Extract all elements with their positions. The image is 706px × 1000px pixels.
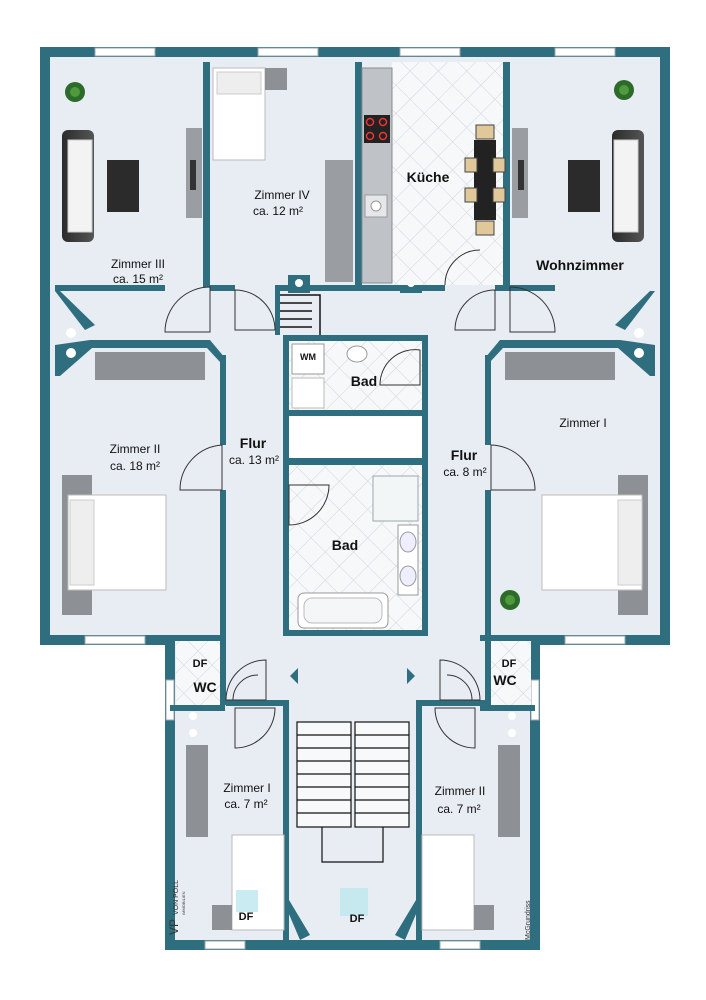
zimmer4-area: ca. 12 m² bbox=[253, 204, 303, 218]
zimmer2-area: ca. 18 m² bbox=[110, 459, 160, 473]
bad-top-fixtures bbox=[291, 343, 368, 409]
flur-right-area: ca. 8 m² bbox=[443, 465, 486, 479]
door-swings bbox=[164, 249, 556, 749]
lower-zimmer1-name: Zimmer I bbox=[223, 781, 270, 795]
wc-right-name: WC bbox=[493, 672, 516, 688]
wc-left-name: WC bbox=[193, 679, 216, 695]
bad-mid-fixtures bbox=[297, 475, 419, 629]
wc-left-tiles bbox=[176, 641, 220, 705]
wohnzimmer-sofa bbox=[512, 80, 644, 242]
stair-df: DF bbox=[350, 913, 365, 925]
zimmer4-name: Zimmer IV bbox=[254, 188, 309, 202]
windows bbox=[84, 47, 626, 950]
zimmer1-name: Zimmer I bbox=[559, 416, 606, 430]
bad-top-name: Bad bbox=[351, 373, 377, 389]
kitchen-counter bbox=[361, 67, 393, 284]
stairs-lower bbox=[296, 721, 410, 863]
chevron-arrows bbox=[290, 668, 415, 684]
lower-zimmer1-df: DF bbox=[239, 911, 254, 923]
bad-top-wm: WM bbox=[300, 352, 316, 362]
von-poll-logo: VP VON POLL IMMOBILIEN bbox=[167, 880, 186, 935]
stairs-upper bbox=[280, 294, 321, 335]
wc-right-df: DF bbox=[502, 658, 517, 670]
lower-zimmer2-name: Zimmer II bbox=[435, 784, 486, 798]
svg-text:VON POLL: VON POLL bbox=[173, 880, 180, 915]
bad-mid-name: Bad bbox=[332, 537, 358, 553]
svg-text:IMMOBILIEN: IMMOBILIEN bbox=[181, 891, 186, 915]
hall-strip bbox=[289, 416, 422, 458]
wc-right-tiles bbox=[491, 641, 531, 705]
lower-zimmer2-area: ca. 7 m² bbox=[437, 802, 480, 816]
zimmer3-area: ca. 15 m² bbox=[113, 272, 163, 286]
credit-text: McGrundriss bbox=[525, 900, 532, 940]
flur-left-name: Flur bbox=[240, 435, 267, 451]
wc-left-df: DF bbox=[193, 658, 208, 670]
zimmer4-bed bbox=[212, 67, 353, 282]
wohnzimmer-name: Wohnzimmer bbox=[536, 257, 624, 273]
zimmer2-name: Zimmer II bbox=[110, 442, 161, 456]
flur-right-name: Flur bbox=[451, 447, 478, 463]
plant-icon bbox=[65, 82, 85, 102]
lower-zimmer1-area: ca. 7 m² bbox=[224, 797, 267, 811]
kueche-name: Küche bbox=[407, 169, 450, 185]
zimmer2-bed bbox=[62, 352, 205, 615]
flur-left-area: ca. 13 m² bbox=[229, 453, 279, 467]
svg-text:VP: VP bbox=[167, 919, 181, 935]
zimmer3-sofa bbox=[62, 128, 202, 242]
dining-table bbox=[464, 124, 506, 236]
zimmer1-bed bbox=[500, 352, 648, 615]
zimmer3-name: Zimmer III bbox=[111, 257, 165, 271]
lower-room-furniture bbox=[186, 745, 520, 931]
